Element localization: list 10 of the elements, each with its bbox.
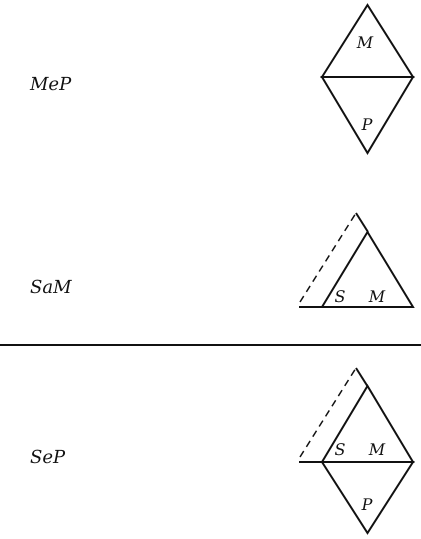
term-letter: M — [356, 35, 374, 51]
term-letter: M — [368, 289, 386, 305]
term-letter: S — [334, 289, 346, 305]
premise-label: MeP — [30, 76, 72, 94]
term-letter: S — [334, 442, 346, 458]
premise-label: SeP — [30, 449, 66, 467]
term-letter: M — [368, 442, 386, 458]
term-letter: P — [362, 497, 372, 513]
term-letter: P — [362, 117, 372, 133]
premise-label: SaM — [30, 279, 72, 297]
